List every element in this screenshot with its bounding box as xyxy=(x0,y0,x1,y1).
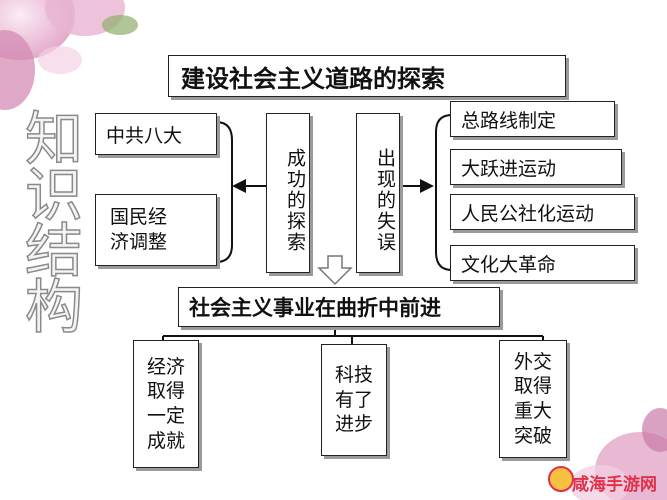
side-vertical-text: 知识结构 xyxy=(14,107,84,333)
bottom-item-technology: 科技 有了 进步 xyxy=(321,344,387,456)
right-item-general-line: 总路线制定 xyxy=(450,101,615,137)
watermark-logo-icon xyxy=(548,466,574,492)
bottom-item-economy: 经济 取得 一定 成就 xyxy=(133,340,199,468)
main-title: 建设社会主义道路的探索 xyxy=(168,55,566,97)
right-item-peoples-commune: 人民公社化运动 xyxy=(450,194,635,230)
right-item-cultural-revolution: 文化大革命 xyxy=(450,245,635,281)
flower-decoration-top-left xyxy=(0,0,138,110)
watermark-text: 咸海手游网 xyxy=(572,475,657,495)
left-item-eighth-congress: 中共八大 xyxy=(95,113,217,155)
mid-title: 社会主义事业在曲折中前进 xyxy=(178,287,500,327)
bottom-item-diplomacy: 外交 取得 重大 突破 xyxy=(499,340,567,458)
flower-decoration-bottom-right xyxy=(570,408,667,500)
right-item-great-leap: 大跃进运动 xyxy=(450,149,622,185)
left-item-economic-adjustment: 国民经 济调整 xyxy=(95,194,217,266)
mistakes-box: 出现的失误 xyxy=(356,113,400,273)
success-exploration-box: 成功的探索 xyxy=(266,113,310,273)
